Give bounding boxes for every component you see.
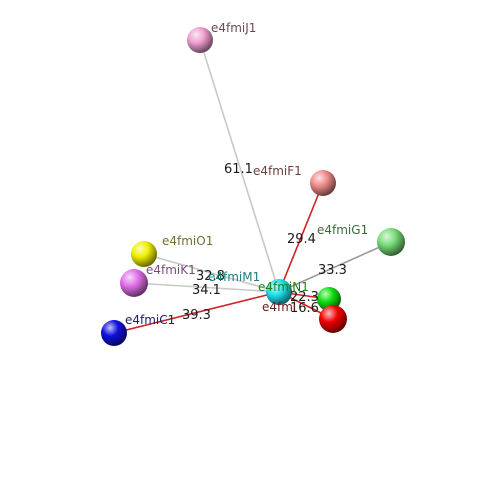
edge-e4fmic1 — [113, 291, 280, 334]
node-label-e4fmil1: e4fmi — [262, 300, 296, 314]
node-e4fmin1 — [317, 287, 341, 311]
node-label-e4fmij1: e4fmiJ1 — [211, 21, 256, 35]
distance-label-e4fmin1: 22.3 — [290, 290, 319, 305]
edge-e4fmif1 — [278, 182, 324, 293]
node-e4fmil1 — [319, 305, 347, 333]
node-label-e4fmik1: e4fmiK1 — [146, 263, 196, 277]
edge-e4fmig1 — [278, 241, 392, 293]
node-e4fmif1 — [310, 170, 336, 196]
node-e4fmio1 — [131, 241, 157, 267]
node-label-e4fmin1: e4fmiN1 — [258, 280, 309, 294]
edge-e4fmij1 — [199, 39, 280, 293]
node-e4fmij1 — [187, 27, 213, 53]
node-label-e4fmic1: e4fmiC1 — [125, 313, 175, 327]
edge-e4fmik1 — [133, 282, 280, 293]
distance-label-e4fmio1: 32.8 — [196, 269, 225, 284]
node-label-e4fmio1: e4fmiO1 — [162, 234, 213, 248]
distance-label-e4fmig1: 33.3 — [318, 263, 347, 278]
node-e4fmim1 — [266, 279, 292, 305]
edges-layer — [113, 39, 392, 334]
distance-label-e4fmic1: 39.3 — [182, 308, 211, 323]
node-label-e4fmig1: e4fmiG1 — [317, 223, 368, 237]
distance-label-e4fmik1: 34.1 — [192, 283, 221, 298]
node-e4fmik1 — [120, 269, 148, 297]
distance-label-e4fmij1: 61.1 — [224, 162, 253, 177]
labels-layer: 61.1 29.4 33.3 32.834.1 39.3 22.316.6 e4fmiJ1 e… — [125, 21, 368, 327]
edge-e4fmio1 — [143, 253, 280, 293]
distance-label-e4fmil1: 16.6 — [290, 301, 319, 316]
node-e4fmig1 — [377, 228, 405, 256]
distance-label-e4fmif1: 29.4 — [287, 232, 316, 247]
node-e4fmic1 — [101, 320, 127, 346]
node-label-e4fmim1: e4fmiM1 — [208, 270, 260, 284]
node-label-e4fmif1: e4fmiF1 — [253, 164, 302, 178]
nodes-layer — [101, 27, 405, 346]
